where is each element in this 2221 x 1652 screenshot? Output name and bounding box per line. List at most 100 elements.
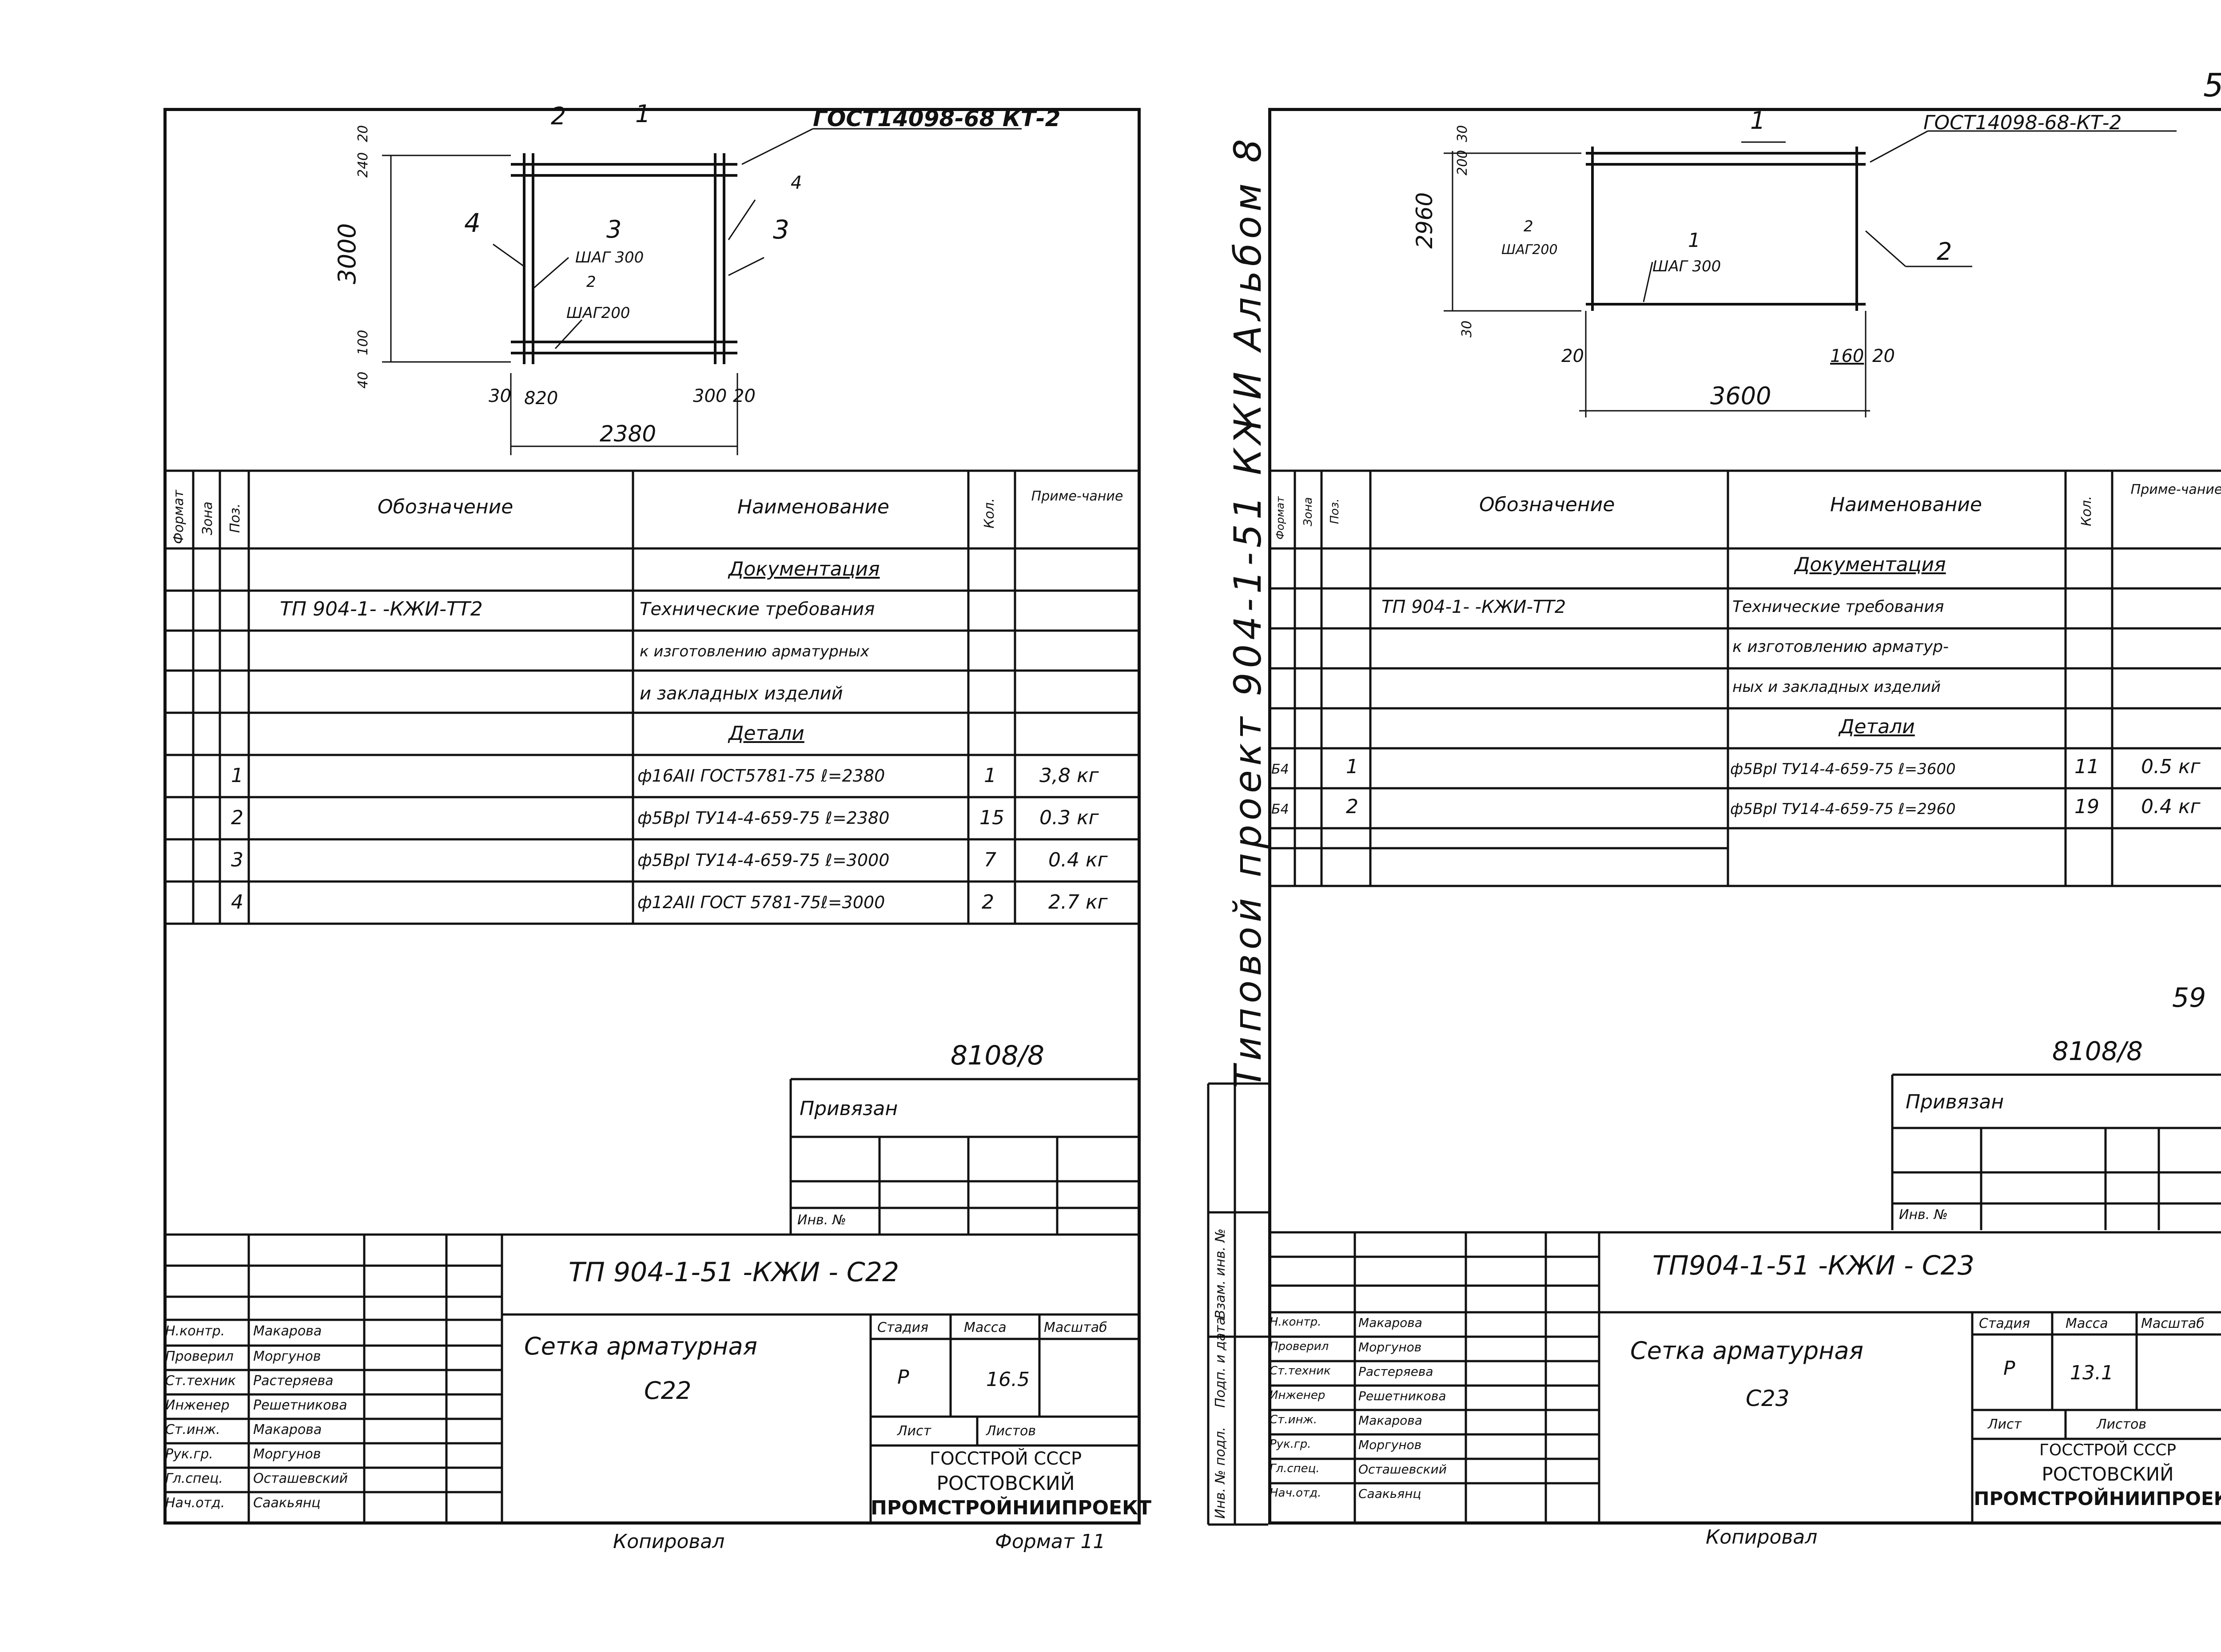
- signer-name: Моргунов: [253, 1349, 321, 1364]
- right-dim-height: 2960: [1412, 192, 1437, 249]
- row-pos: 4: [231, 891, 243, 913]
- right-mass: 13.1: [2070, 1362, 2114, 1384]
- right-th-qty: Кол.: [2079, 496, 2094, 526]
- left-lists-h: Листов: [986, 1423, 1036, 1439]
- right-side-label-2: Подп. и дата: [1213, 1317, 1228, 1408]
- left-list-h: Лист: [897, 1423, 931, 1439]
- left-dim-left-b: 820: [524, 388, 558, 409]
- right-callout-1: 1: [1750, 107, 1766, 135]
- right-dim-right-a: 160: [1830, 346, 1864, 366]
- right-stamp-code: ТП904-1-51 -КЖИ - С23: [1652, 1250, 1974, 1281]
- right-section-parts: Детали: [1839, 715, 1915, 738]
- row-qty: 19: [2074, 795, 2099, 818]
- row-name: ф5ВрI ТУ14-4-659-75 ℓ=2380: [637, 808, 890, 828]
- signer-role: Рук.гр.: [165, 1446, 213, 1462]
- right-step2-label: ШАГ200: [1501, 242, 1558, 258]
- right-th-pos: Поз.: [1328, 498, 1341, 524]
- right-callout-2: 2: [1937, 238, 1952, 266]
- right-lists-h: Листов: [2097, 1417, 2147, 1432]
- signer-name: Макарова: [1358, 1315, 1422, 1330]
- right-doc-name-2: к изготовлению арматур-: [1732, 638, 1949, 656]
- right-side-label-3: Взам. инв. №: [1213, 1228, 1228, 1319]
- left-callout-4: 4: [464, 208, 481, 238]
- row-name: ф5ВрI ТУ14-4-659-75 ℓ=3600: [1730, 760, 1956, 778]
- row-qty: 7: [984, 849, 996, 871]
- left-stage-h: Стадия: [877, 1320, 929, 1335]
- right-list-h: Лист: [1988, 1417, 2022, 1432]
- signer-name: Моргунов: [253, 1446, 321, 1462]
- right-th-name: Наименование: [1830, 493, 1982, 516]
- right-stage-h: Стадия: [1979, 1316, 2030, 1331]
- signer-name: Решетникова: [1358, 1389, 1446, 1403]
- row-pos: 3: [231, 849, 243, 871]
- signer-role: Гл.спец.: [1270, 1462, 1320, 1475]
- right-th-zone: Зона: [1302, 497, 1315, 526]
- row-format: Б4: [1271, 802, 1289, 817]
- signer-name: Саакьянц: [253, 1495, 321, 1511]
- right-org-1: ГОССТРОЙ СССР: [2039, 1441, 2177, 1459]
- right-title-2: С23: [1746, 1386, 1790, 1411]
- left-th-designation: Обозначение: [378, 496, 513, 518]
- left-inv-no: Инв. №: [797, 1212, 847, 1228]
- left-callout-4b: 4: [791, 173, 802, 193]
- right-step1-num: 1: [1688, 229, 1700, 252]
- left-callout-3: 3: [773, 214, 789, 245]
- signer-role: Инженер: [165, 1398, 230, 1413]
- left-dim-left-a: 30: [489, 386, 511, 406]
- signer-role: Инженер: [1270, 1389, 1325, 1402]
- signer-name: Растеряева: [1358, 1364, 1433, 1379]
- left-mass: 16.5: [986, 1368, 1030, 1391]
- left-step1-num: 3: [606, 215, 622, 243]
- left-org-3: ПРОМСТРОЙНИИПРОЕКТ: [871, 1497, 1152, 1519]
- signer-name: Растеряева: [253, 1373, 334, 1389]
- signer-name: Моргунов: [1358, 1438, 1422, 1452]
- right-dim-top-b: 30: [1455, 125, 1470, 142]
- left-doc-name-2: к изготовлению арматурных: [640, 643, 869, 660]
- right-page-number: 59: [2172, 982, 2206, 1013]
- signer-role: Ст.инж.: [1270, 1413, 1317, 1426]
- signer-role: Нач.отд.: [165, 1495, 225, 1511]
- row-qty: 15: [979, 806, 1004, 829]
- left-dim-width: 2380: [600, 421, 657, 447]
- right-doc-name-3: ных и закладных изделий: [1732, 678, 1941, 696]
- signer-role: Н.контр.: [1270, 1315, 1321, 1329]
- row-note: 0.5 кг: [2141, 755, 2201, 778]
- left-org-2: РОСТОВСКИЙ: [936, 1472, 1075, 1495]
- right-gost-ref: ГОСТ14098-68-КТ-2: [1923, 111, 2122, 134]
- row-name: ф5ВрI ТУ14-4-659-75 ℓ=2960: [1730, 800, 1956, 818]
- left-doc-name-3: и закладных изделий: [640, 683, 843, 704]
- left-sheet-ref: 8108/8: [951, 1040, 1045, 1071]
- left-scale-h: Масштаб: [1044, 1320, 1107, 1335]
- signer-name: Осташевский: [1358, 1462, 1447, 1477]
- signer-role: Гл.спец.: [165, 1471, 223, 1486]
- right-dim-left: 20: [1561, 346, 1584, 366]
- signer-role: Проверил: [165, 1349, 234, 1364]
- right-copied: Копировал: [1706, 1526, 1818, 1549]
- right-stage: Р: [2003, 1357, 2015, 1380]
- left-mass-h: Масса: [964, 1320, 1007, 1335]
- left-callout-2: 2: [551, 102, 566, 130]
- signer-role: Рук.гр.: [1270, 1438, 1311, 1451]
- row-name: ф5ВрI ТУ14-4-659-75 ℓ=3000: [637, 850, 890, 870]
- left-stage: Р: [897, 1366, 909, 1389]
- right-dim-top-a: 200: [1455, 150, 1470, 175]
- left-doc-code: ТП 904-1- -КЖИ-ТТ2: [280, 598, 483, 620]
- left-section-parts: Детали: [728, 722, 804, 745]
- left-format: Формат 11: [995, 1530, 1106, 1553]
- row-name: ф12АII ГОСТ 5781-75ℓ=3000: [637, 893, 885, 912]
- row-qty: 11: [2074, 755, 2099, 778]
- right-scale-h: Масштаб: [2141, 1316, 2205, 1331]
- signer-name: Осташевский: [253, 1471, 348, 1486]
- right-th-designation: Обозначение: [1479, 493, 1615, 516]
- row-format: Б4: [1271, 762, 1289, 777]
- right-org-2: РОСТОВСКИЙ: [2042, 1463, 2174, 1485]
- signer-role: Нач.отд.: [1270, 1486, 1321, 1500]
- right-sheet: [1268, 108, 2221, 1525]
- signer-name: Макарова: [253, 1323, 322, 1339]
- signer-role: Ст.техник: [1270, 1364, 1331, 1378]
- right-dim-right-b: 20: [1872, 346, 1895, 366]
- left-step1-label: ШАГ 300: [575, 249, 644, 266]
- signer-role: Проверил: [1270, 1340, 1329, 1353]
- right-side-label-1: Инв. № подл.: [1213, 1427, 1228, 1519]
